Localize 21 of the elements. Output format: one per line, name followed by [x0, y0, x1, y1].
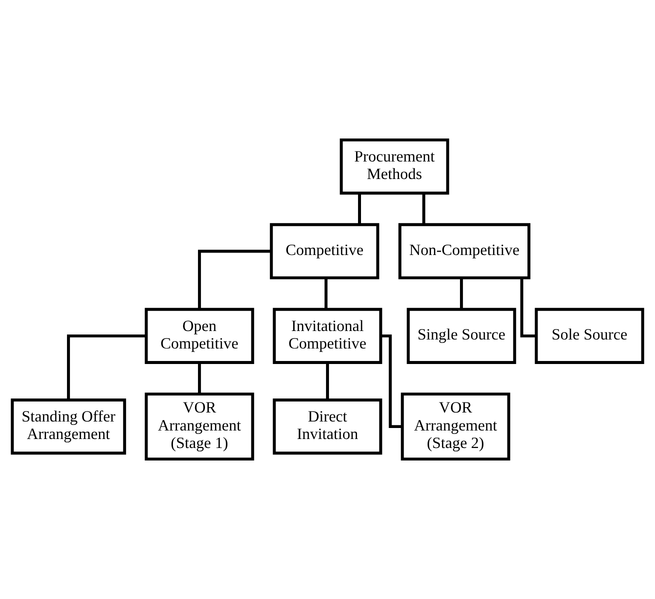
node-box: Competitive: [270, 223, 380, 280]
node-box: VOR Arrangement (Stage 2): [400, 392, 510, 461]
node-box: Invitational Competitive: [272, 308, 382, 364]
node-box: Open Competitive: [144, 308, 254, 364]
connector: [380, 334, 402, 428]
node-box: Sole Source: [534, 308, 644, 364]
connector: [198, 362, 201, 394]
node-box: Non-Competitive: [398, 223, 530, 280]
connector: [66, 334, 146, 400]
connector: [324, 278, 328, 310]
connector: [520, 278, 536, 338]
node-box: Single Source: [406, 308, 516, 364]
connector: [326, 362, 329, 400]
connector: [198, 250, 272, 310]
node-box: Standing Offer Arrangement: [10, 398, 126, 455]
connector: [358, 193, 361, 225]
connector: [422, 193, 426, 225]
node-box: Direct Invitation: [272, 398, 382, 455]
connector: [460, 278, 463, 310]
node-box: VOR Arrangement (Stage 1): [144, 392, 254, 461]
node-box: Procurement Methods: [340, 138, 450, 195]
